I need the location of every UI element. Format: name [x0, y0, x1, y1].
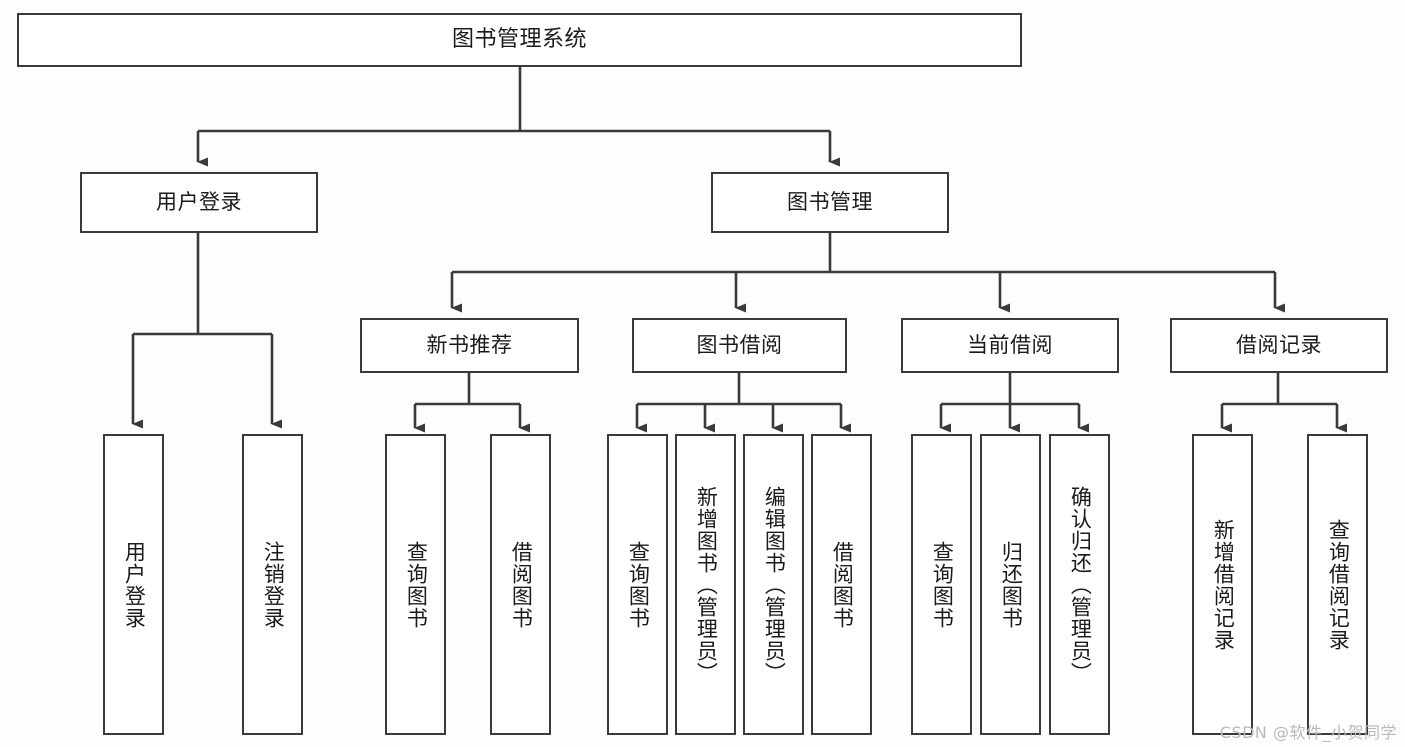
node-current-borrow[interactable]: 当前借阅 [901, 318, 1119, 373]
leaf-borrow-book-1[interactable]: 借阅图书 [490, 434, 551, 735]
leaf-query-book-2[interactable]: 查询图书 [607, 434, 668, 735]
leaf-add-book[interactable]: 新增图书（管理员） [675, 434, 736, 735]
leaf-add-record[interactable]: 新增借阅记录 [1192, 434, 1253, 735]
leaf-confirm-return[interactable]: 确认归还（管理员） [1049, 434, 1110, 735]
leaf-edit-book[interactable]: 编辑图书（管理员） [743, 434, 804, 735]
node-user-login-label: 用户登录 [156, 189, 242, 214]
node-current-borrow-label: 当前借阅 [967, 332, 1053, 357]
leaf-edit-book-label: 编辑图书（管理员） [762, 485, 787, 684]
leaf-query-book-1-label: 查询图书 [404, 540, 429, 629]
leaf-user-login-label: 用户登录 [122, 540, 147, 629]
node-new-book-recommend[interactable]: 新书推荐 [360, 318, 579, 373]
csdn-watermark: CSDN @软件_小贺同学 [1219, 723, 1397, 742]
leaf-return-book-label: 归还图书 [999, 540, 1024, 629]
node-user-login[interactable]: 用户登录 [80, 172, 318, 233]
leaf-user-logout-label: 注销登录 [261, 540, 286, 629]
node-new-book-recommend-label: 新书推荐 [426, 332, 513, 357]
leaf-query-book-3-label: 查询图书 [930, 540, 955, 629]
node-book-borrow[interactable]: 图书借阅 [632, 318, 847, 373]
leaf-borrow-book-2-label: 借阅图书 [830, 540, 855, 629]
leaf-query-book-1[interactable]: 查询图书 [385, 434, 446, 735]
node-borrow-record-label: 借阅记录 [1236, 332, 1322, 357]
leaf-query-record[interactable]: 查询借阅记录 [1307, 434, 1368, 735]
node-book-manage-label: 图书管理 [787, 189, 873, 214]
node-root[interactable]: 图书管理系统 [17, 13, 1022, 67]
leaf-confirm-return-label: 确认归还（管理员） [1068, 485, 1093, 684]
leaf-user-logout[interactable]: 注销登录 [242, 434, 303, 735]
leaf-borrow-book-1-label: 借阅图书 [509, 540, 534, 629]
leaf-query-book-3[interactable]: 查询图书 [911, 434, 972, 735]
leaf-query-record-label: 查询借阅记录 [1326, 518, 1351, 651]
node-book-borrow-label: 图书借阅 [696, 332, 783, 357]
leaf-query-book-2-label: 查询图书 [626, 540, 651, 629]
leaf-return-book[interactable]: 归还图书 [980, 434, 1041, 735]
node-borrow-record[interactable]: 借阅记录 [1170, 318, 1388, 373]
leaf-borrow-book-2[interactable]: 借阅图书 [811, 434, 872, 735]
node-book-manage[interactable]: 图书管理 [711, 172, 949, 233]
leaf-add-book-label: 新增图书（管理员） [694, 485, 719, 684]
node-root-label: 图书管理系统 [451, 26, 587, 52]
leaf-user-login[interactable]: 用户登录 [103, 434, 164, 735]
leaf-add-record-label: 新增借阅记录 [1211, 518, 1236, 651]
